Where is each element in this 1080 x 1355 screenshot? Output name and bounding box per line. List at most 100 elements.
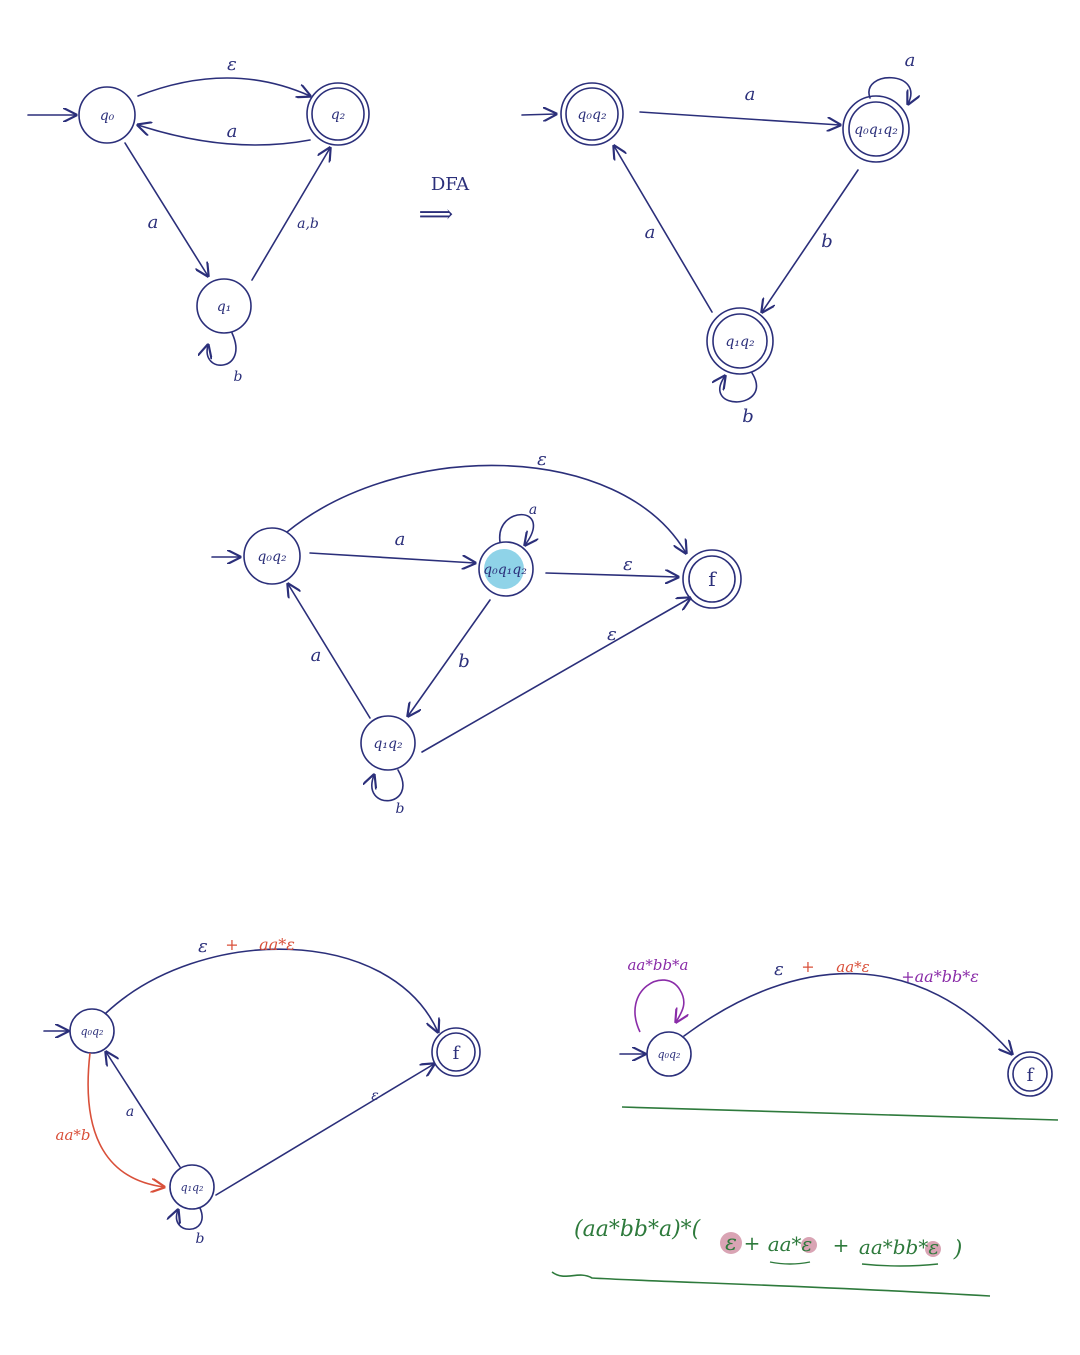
nfa-edge-b-loop-label: b <box>234 369 243 385</box>
result-part-prefix: (aa*bb*a)*( <box>574 1217 701 1242</box>
dfa-state-q0q1q2-label: q₀q₁q₂ <box>854 122 898 138</box>
dfa-edge-b-loop-label: b <box>742 406 754 427</box>
gnfa1-edge-s2-s3-b <box>408 599 491 716</box>
gnfa1-edge-s3-s1-a <box>288 584 371 719</box>
gnfa1-edge-s2-f-eps <box>545 573 678 577</box>
gnfa3-state-q0q2-label: q₀q₂ <box>658 1048 681 1061</box>
nfa-edge-q1-loop-b <box>207 332 237 366</box>
nfa-edge-ab-label: a,b <box>297 216 319 232</box>
gnfa1-state-final-label: f <box>708 567 717 591</box>
nfa-edge-a-down-label: a <box>148 212 159 233</box>
dfa-edge-b-diag-label: b <box>821 231 833 252</box>
result-part-plus-2: + <box>833 1233 850 1257</box>
gnfa1-state-q0q2 <box>243 527 301 585</box>
gnfa-step1-diagram: q₀q₂ q₀q₁q₂ f q₁q₂ ε a a ε ε b a b <box>211 449 742 817</box>
gnfa2-edge-s3-loop-b <box>177 1208 203 1230</box>
highlight-eps-3 <box>925 1241 941 1257</box>
gnfa2-edge-b-loop-label: b <box>196 1231 205 1247</box>
dfa-state-q0q1q2-ring <box>848 101 904 157</box>
gnfa1-edge-b-diag-label: b <box>458 651 470 672</box>
gnfa2-state-q1q2 <box>169 1164 215 1210</box>
gnfa2-arc-red-label: aa*ε <box>259 935 295 954</box>
highlight-eps <box>720 1232 742 1254</box>
gnfa1-state-q0q1q2-highlight <box>484 549 524 589</box>
gnfa1-edge-a-top-label: a <box>395 529 406 550</box>
gnfa1-state-q1q2 <box>360 715 416 771</box>
gnfa1-edge-eps-arc-label: ε <box>537 449 547 470</box>
gnfa2-state-q1q2-label: q₁q₂ <box>181 1181 204 1194</box>
nfa-edge-q0-q2-eps <box>137 77 310 96</box>
gnfa1-state-final-ring <box>688 555 736 603</box>
dfa-edge-a-loop-label: a <box>905 50 916 71</box>
nfa-edge-eps-label: ε <box>227 54 237 75</box>
gnfa3-state-q0q2 <box>646 1031 692 1077</box>
gnfa1-edge-eps-low-label: ε <box>607 624 617 645</box>
result-wavy-underline <box>551 1271 991 1297</box>
gnfa1-edge-s1-f-eps-arc <box>286 464 686 553</box>
nfa-state-q0-label: q₀ <box>100 108 115 124</box>
nfa-edge-q1-q2-ab <box>251 148 330 281</box>
gnfa2-edge-eps-low-label: ε <box>371 1088 379 1104</box>
gnfa1-edge-a-loop-label: a <box>529 502 537 518</box>
result-part-eps: ε <box>725 1231 737 1256</box>
result-part-term-2: aa*bb*ε <box>859 1235 939 1259</box>
gnfa3-arc-red-label: aa*ε <box>836 958 869 976</box>
gnfa2-edge-arc <box>105 948 438 1032</box>
gnfa3-edge-arc <box>683 972 1012 1054</box>
gnfa2-red-side-label: aa*b <box>56 1126 91 1144</box>
nfa-state-q2-label: q₂ <box>331 107 346 123</box>
nfa-state-q1 <box>196 278 252 334</box>
gnfa3-state-final-label: f <box>1027 1065 1035 1086</box>
dfa-start-arrow <box>521 114 556 115</box>
underline-term-2 <box>861 1263 939 1267</box>
gnfa2-state-final-ring <box>436 1032 476 1072</box>
gnfa2-edge-s3-f-eps <box>215 1064 434 1196</box>
gnfa2-arc-eps-label: ε <box>198 936 208 957</box>
dfa-edge-s2-s3-b <box>762 169 859 312</box>
nfa-edge-q2-q0-a <box>138 125 311 146</box>
dfa-edge-s1-s2-a <box>639 111 840 125</box>
gnfa1-edge-eps-mid-label: ε <box>623 554 633 575</box>
result-regex: (aa*bb*a)*( ε + aa*ε + aa*bb*ε ) <box>551 1217 991 1297</box>
result-part-close: ) <box>953 1237 963 1262</box>
highlight-eps-2 <box>801 1237 817 1253</box>
gnfa1-edge-b-loop-label: b <box>396 801 405 817</box>
nfa-edge-a-back-label: a <box>227 121 238 142</box>
gnfa2-edge-s3-s1-a <box>106 1052 181 1168</box>
nfa-diagram: q₀ q₂ q₁ ε a a a,b b <box>27 54 370 385</box>
dfa-edge-a-left-label: a <box>645 222 656 243</box>
gnfa1-edge-s1-s2-a <box>309 552 475 563</box>
result-part-plus-1: + <box>744 1231 761 1255</box>
gnfa3-arc-purple-label: +aa*bb*ε <box>901 967 979 986</box>
gnfa3-edge-loop <box>634 979 684 1033</box>
gnfa3-state-final-ring <box>1012 1056 1048 1092</box>
gnfa2-edge-red-s1-s3 <box>87 1052 164 1187</box>
result-part-term-1: aa*ε <box>768 1232 813 1256</box>
dfa-edge-a-top-label: a <box>745 84 756 105</box>
gnfa2-edge-a-left-label: a <box>126 1104 134 1120</box>
dfa-state-q1q2-ring <box>712 313 768 369</box>
gnfa1-state-q0q1q2 <box>478 541 534 597</box>
dfa-edge-s2-loop-a <box>868 76 911 104</box>
nfa-edge-q0-q1-a <box>124 142 208 276</box>
conversion-arrow-icon: ⟹ <box>419 200 453 228</box>
gnfa-step2-diagram: q₀q₂ f q₁q₂ ε + aa*ε aa*b a ε b <box>43 935 481 1247</box>
gnfa2-state-q0q2 <box>69 1008 115 1054</box>
gnfa1-state-q0q2-label: q₀q₂ <box>257 549 287 565</box>
gnfa1-state-q0q1q2-label: q₀q₁q₂ <box>483 562 527 578</box>
gnfa3-arc-plus-label: + <box>801 957 814 976</box>
dfa-state-q0q2-label: q₀q₂ <box>577 107 607 123</box>
gnfa3-arc-eps-label: ε <box>774 959 784 980</box>
dfa-edge-s3-s1-a <box>614 146 713 313</box>
gnfa1-state-q1q2-label: q₁q₂ <box>373 736 403 752</box>
dfa-diagram: q₀q₂ q₀q₁q₂ q₁q₂ a a b a b <box>521 50 916 427</box>
gnfa2-arc-plus-label: + <box>225 935 238 954</box>
gnfa1-edge-s2-loop-a <box>499 513 534 545</box>
conversion-label: DFA <box>431 174 470 195</box>
dfa-edge-s3-loop-b <box>720 372 758 403</box>
nfa-state-q2-accept-ring <box>311 87 365 141</box>
nfa-state-q1-label: q₁ <box>217 299 232 315</box>
dfa-state-q1q2-label: q₁q₂ <box>725 334 755 350</box>
gnfa-step3-diagram: q₀q₂ f aa*bb*a ε + aa*ε +aa*bb*ε <box>619 956 1059 1121</box>
